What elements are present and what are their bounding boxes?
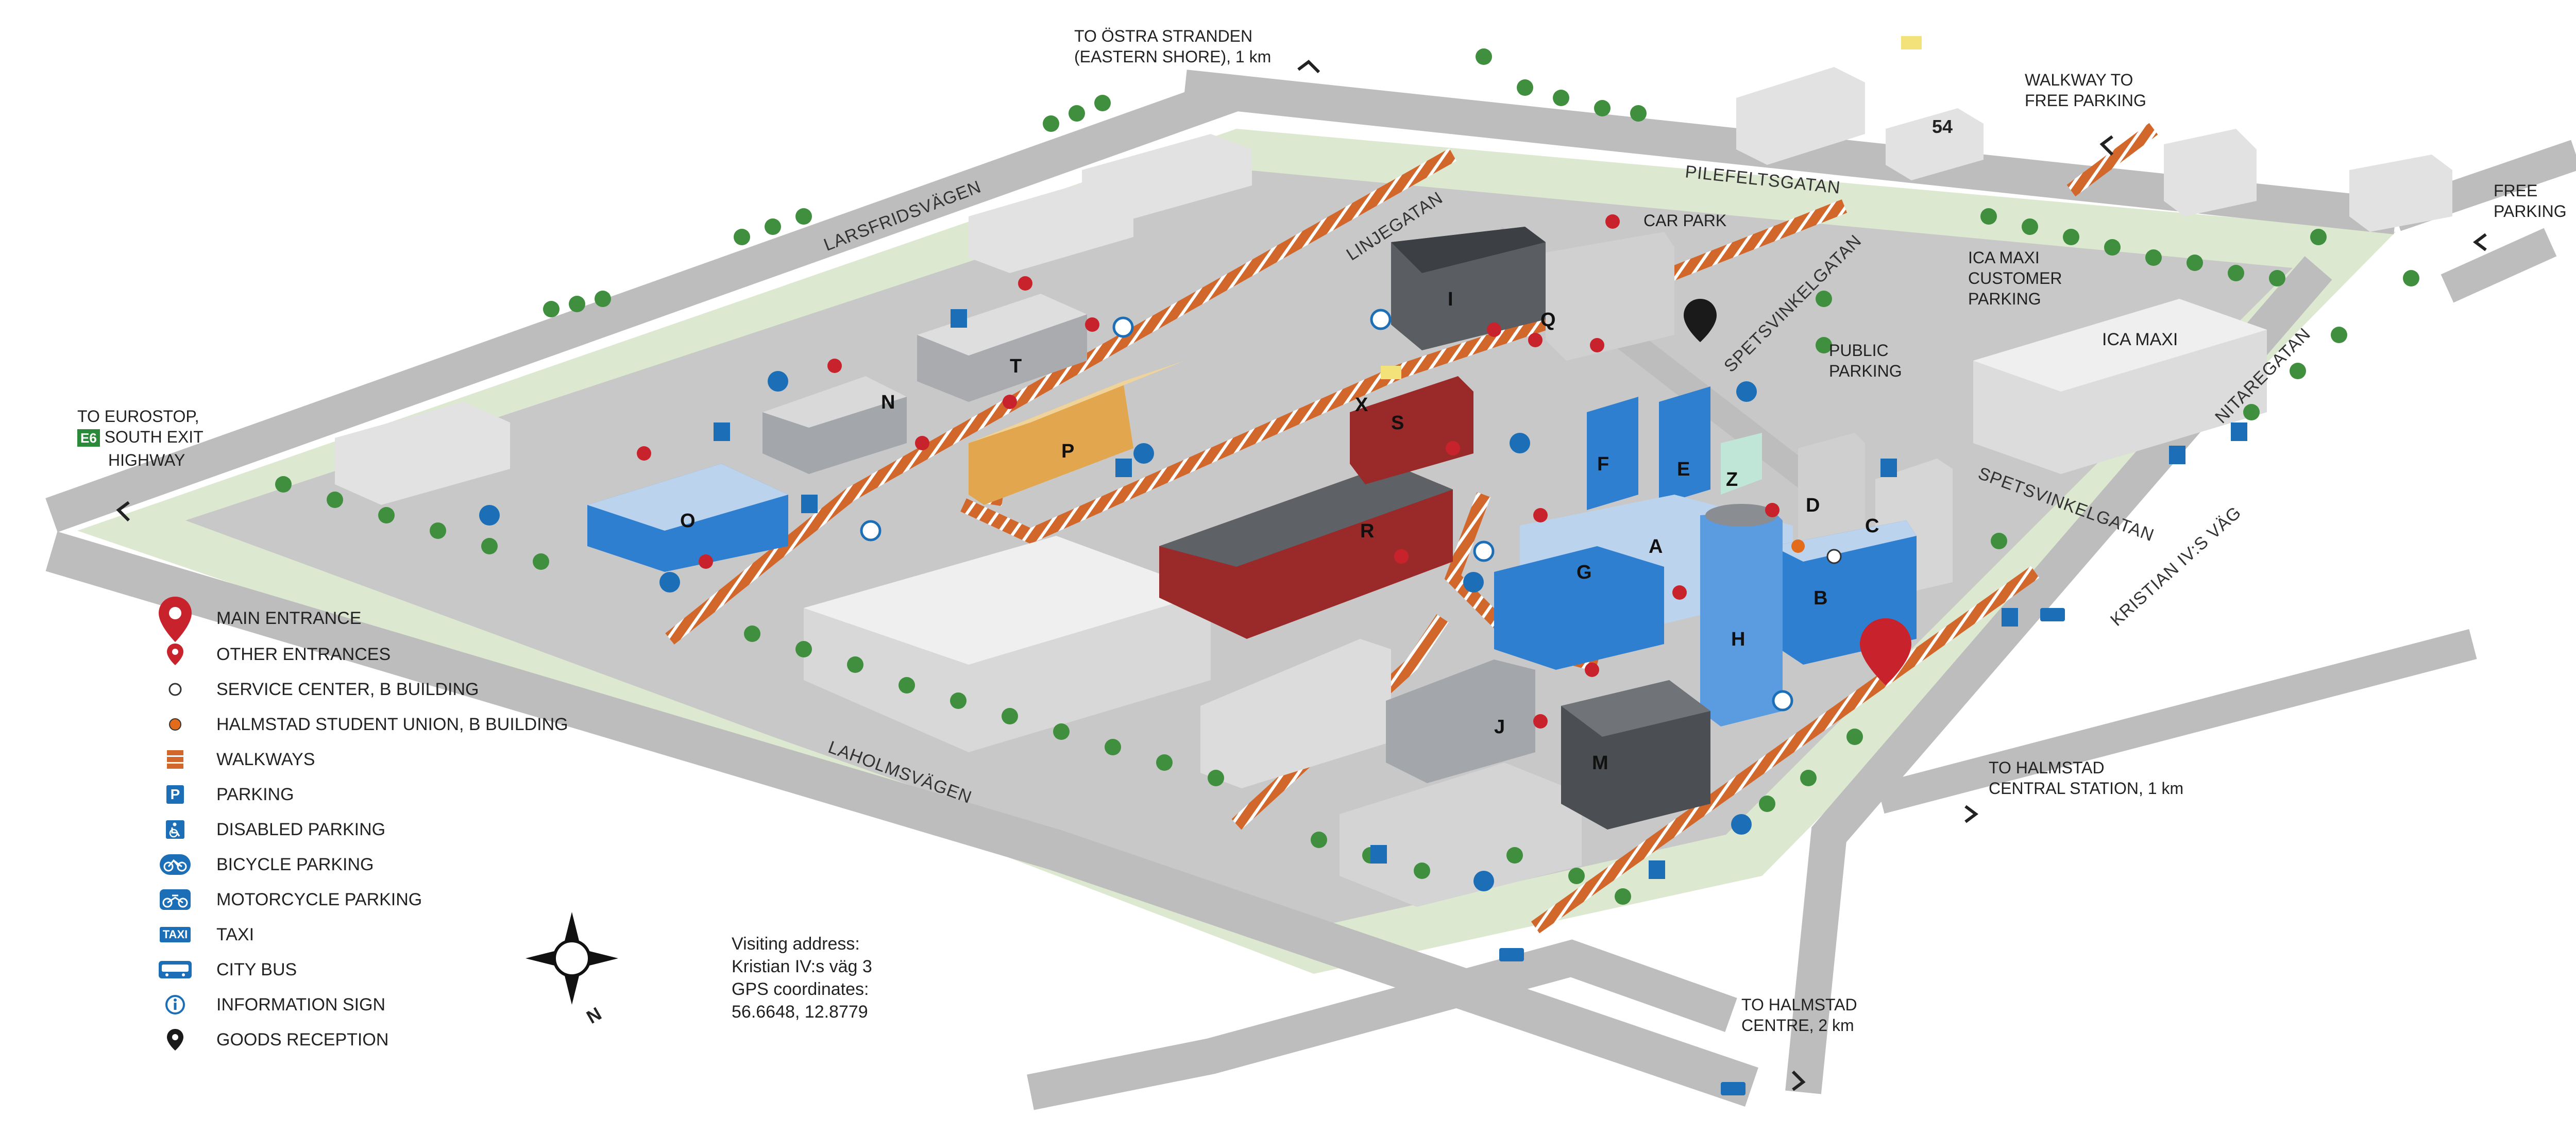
legend-row-main-entrance: MAIN ENTRANCE <box>155 597 362 642</box>
building-z-label: Z <box>1726 469 1738 491</box>
legend-label: TAXI <box>216 924 255 944</box>
service-center-dot-icon <box>155 674 196 705</box>
information-sign-icon <box>155 989 196 1020</box>
legend-label: HALMSTAD STUDENT UNION, B BUILDING <box>216 714 568 734</box>
legend-row-bicycle-parking: BICYCLE PARKING <box>155 849 374 880</box>
goods-reception-pin-icon <box>1684 299 1717 342</box>
to-central-station-label: TO HALMSTAD CENTRAL STATION, 1 km <box>1989 758 2184 798</box>
legend-label: MAIN ENTRANCE <box>216 608 362 628</box>
visiting-address: Visiting address: Kristian IV:s väg 3 GP… <box>732 934 872 1022</box>
car-park-label: CAR PARK <box>1643 211 1727 230</box>
to-eurostop-line2: E6 SOUTH EXIT <box>77 428 204 447</box>
taxi-badge: TAXI <box>159 927 191 942</box>
legend-label: GOODS RECEPTION <box>216 1029 389 1050</box>
building-b-label: B <box>1814 587 1828 609</box>
taxi-icon: TAXI <box>155 919 196 950</box>
building-f-label: F <box>1597 453 1609 475</box>
route-54-label: 54 <box>1932 116 1953 137</box>
to-eurostop-line1: TO EUROSTOP, <box>77 407 199 426</box>
legend-label: PARKING <box>216 784 294 804</box>
legend-label: WALKWAYS <box>216 749 315 769</box>
building-x-label: X <box>1355 394 1368 416</box>
legend-row-parking: P PARKING <box>155 779 294 810</box>
legend-label: CITY BUS <box>216 959 297 979</box>
walkway-icon <box>155 744 196 775</box>
motorcycle-parking-icon <box>155 884 196 915</box>
building-c-label: C <box>1865 515 1879 537</box>
bicycle-parking-icon <box>155 849 196 880</box>
legend-row-motorcycle-parking: MOTORCYCLE PARKING <box>155 884 422 915</box>
legend-row-goods-reception: GOODS RECEPTION <box>155 1024 388 1055</box>
building-t-label: T <box>1010 356 1022 377</box>
legend-label: OTHER ENTRANCES <box>216 644 391 664</box>
parking-icon: P <box>155 779 196 810</box>
building-n-label: N <box>881 392 895 413</box>
legend-row-information-sign: INFORMATION SIGN <box>155 989 385 1020</box>
legend-row-service-center: SERVICE CENTER, B BUILDING <box>155 674 479 705</box>
legend-row-student-union: HALMSTAD STUDENT UNION, B BUILDING <box>155 709 568 740</box>
building-m-label: M <box>1592 752 1608 774</box>
trees <box>275 48 2419 905</box>
building-p-label: P <box>1061 441 1075 462</box>
main-entrance-pin-icon <box>155 597 196 642</box>
legend-label: MOTORCYCLE PARKING <box>216 889 422 909</box>
building-a-label: A <box>1649 536 1663 557</box>
e6-badge: E6 <box>77 429 100 447</box>
building-q-label: Q <box>1540 309 1556 331</box>
service-center-dot-icon <box>1826 549 1842 564</box>
building-o-label: O <box>680 510 696 532</box>
other-entrance-pin-icon <box>155 639 196 670</box>
student-union-dot-icon <box>1791 539 1805 553</box>
legend-row-other-entrances: OTHER ENTRANCES <box>155 639 391 670</box>
entrance-pins <box>637 214 1911 729</box>
free-parking-label: FREE PARKING <box>2494 181 2567 221</box>
building-h-label: H <box>1731 629 1745 650</box>
city-bus-icon <box>155 954 196 985</box>
building-s-label: S <box>1391 412 1404 434</box>
legend-row-disabled-parking: DISABLED PARKING <box>155 814 385 845</box>
direction-arrows <box>116 60 2487 1091</box>
building-g-label: G <box>1577 562 1592 583</box>
ica-maxi-label: ICA MAXI <box>2102 330 2178 349</box>
legend-label: BICYCLE PARKING <box>216 854 374 874</box>
legend-label: DISABLED PARKING <box>216 819 386 839</box>
walkway-free-parking-label: WALKWAY TO FREE PARKING <box>2025 71 2146 110</box>
public-parking-label: PUBLIC PARKING <box>1829 341 1902 380</box>
building-r-label: R <box>1360 520 1375 542</box>
disabled-parking-icon <box>155 814 196 845</box>
building-i-label: I <box>1448 289 1453 310</box>
goods-reception-pin-icon <box>155 1024 196 1055</box>
parking-badge: P <box>166 785 184 804</box>
building-d-label: D <box>1806 495 1820 516</box>
to-eurostop-line3: HIGHWAY <box>108 451 185 469</box>
to-ostra-label: TO ÖSTRA STRANDEN (EASTERN SHORE), 1 km <box>1074 27 1272 66</box>
legend-label: INFORMATION SIGN <box>216 994 386 1014</box>
legend-row-taxi: TAXI TAXI <box>155 919 254 950</box>
south-exit-text: SOUTH EXIT <box>104 428 204 446</box>
map-service-icons <box>479 36 2247 1095</box>
legend-row-walkways: WALKWAYS <box>155 744 315 775</box>
ica-customer-parking-label: ICA MAXI CUSTOMER PARKING <box>1968 248 2062 308</box>
compass-icon <box>526 912 618 1005</box>
building-e-label: E <box>1677 459 1690 480</box>
legend-row-city-bus: CITY BUS <box>155 954 297 985</box>
legend-label: SERVICE CENTER, B BUILDING <box>216 679 479 699</box>
to-centre-label: TO HALMSTAD CENTRE, 2 km <box>1741 995 1857 1035</box>
student-union-dot-icon <box>155 709 196 740</box>
building-j-label: J <box>1494 716 1505 738</box>
